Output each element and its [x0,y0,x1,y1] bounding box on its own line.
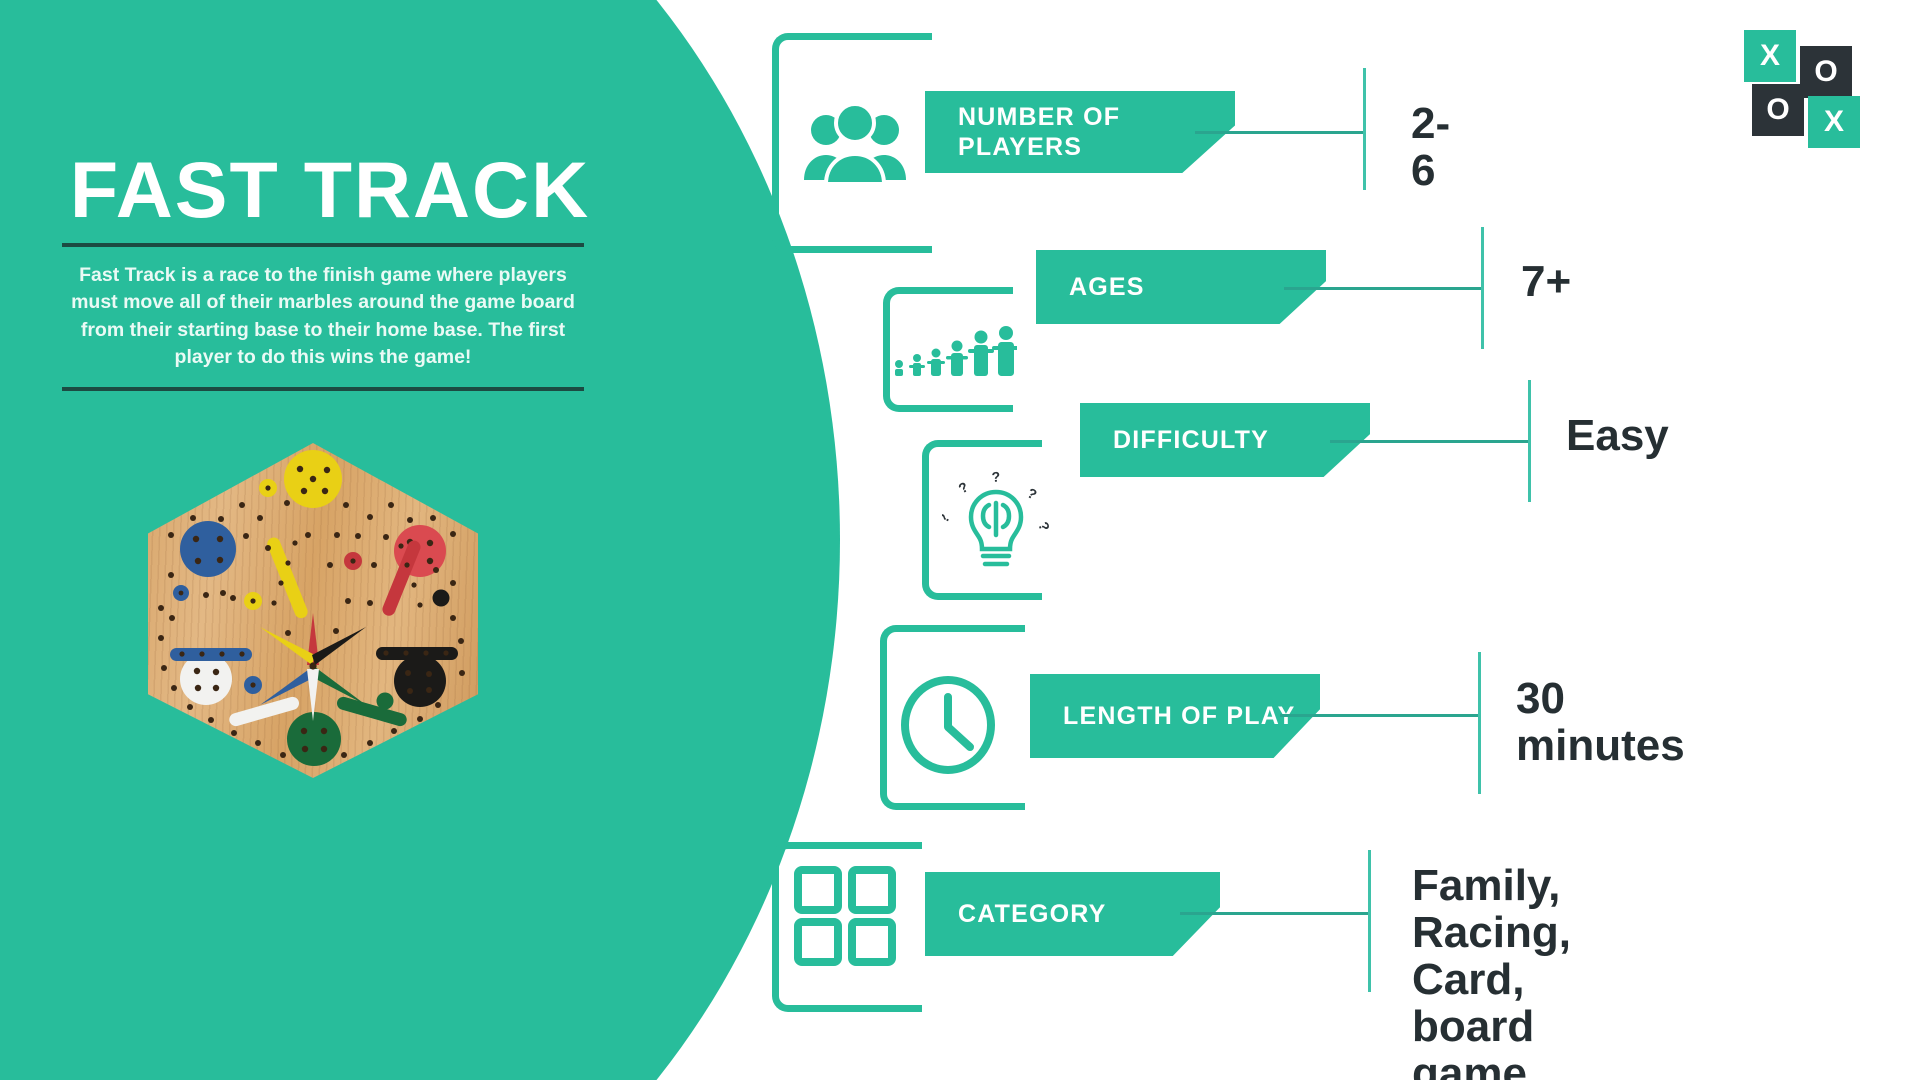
svg-text:?: ? [942,512,953,526]
lead-line-3 [1330,440,1530,443]
bracket-connector-3 [922,440,1042,600]
page-title: FAST TRACK [69,145,591,234]
tic-tac-toe-logo: X O O X [1744,30,1864,148]
value-tick-4 [1478,652,1481,794]
logo-cell-o-dark-2: O [1752,84,1804,136]
growth-stages-people-icon [890,318,1018,380]
label-number-of-players: NUMBER OF PLAYERS [925,91,1235,173]
value-difficulty: Easy [1566,411,1669,460]
value-tick-3 [1528,380,1531,502]
title-divider-bottom [62,387,584,391]
label-text: LENGTH OF PLAY [1063,701,1296,730]
game-description: Fast Track is a race to the finish game … [71,264,575,368]
group-of-people-icon [800,100,910,190]
lead-line-4 [1280,714,1480,717]
logo-cell-o-dark: O [1800,46,1852,98]
logo-cell-x-teal-2: X [1808,96,1860,148]
lead-line-1 [1195,131,1365,134]
logo-cell-x-teal: X [1744,30,1796,82]
lead-line-2 [1284,287,1484,290]
value-tick-2 [1481,227,1484,349]
label-text: CATEGORY [958,899,1107,928]
bracket-connector-1 [772,33,932,253]
clock-icon [895,673,1001,777]
bracket-connector-4 [880,625,1025,810]
svg-text:?: ? [991,468,1001,485]
label-category: CATEGORY [925,872,1220,956]
label-difficulty: DIFFICULTY [1080,403,1370,477]
value-tick-5 [1368,850,1371,992]
value-number-of-players: 2-6 [1411,99,1451,196]
bracket-connector-2 [883,287,1013,412]
game-board-photo [148,443,478,778]
label-text: AGES [1069,272,1145,301]
value-tick-1 [1363,68,1366,190]
label-text: DIFFICULTY [1113,425,1269,454]
label-ages: AGES [1036,250,1326,324]
lightbulb-brain-icon: ? ? ? ? ? [940,466,1052,576]
value-category: Family, Racing, Card, board game [1412,861,1571,1080]
title-divider-top [62,243,584,247]
left-panel: FAST TRACK Fast Track is a race to the f… [0,0,700,1080]
value-length-of-play: 30 minutes [1516,674,1685,771]
svg-text:?: ? [1035,520,1050,534]
value-ages: 7+ [1521,257,1572,306]
bracket-connector-5 [772,842,922,1012]
label-text: NUMBER OF PLAYERS [958,102,1121,162]
grid-squares-icon [790,862,900,970]
lead-line-5 [1180,912,1370,915]
label-length-of-play: LENGTH OF PLAY [1030,674,1320,758]
svg-text:?: ? [1025,485,1040,503]
board-detail-overlay [158,450,465,766]
svg-text:?: ? [956,478,971,496]
